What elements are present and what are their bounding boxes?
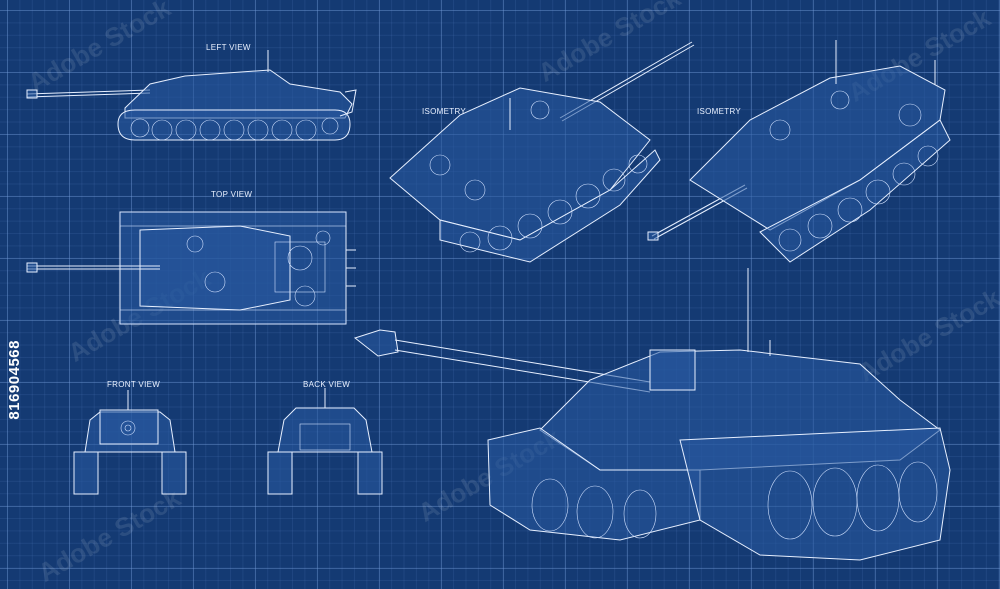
left-view-label: LEFT VIEW <box>206 43 251 52</box>
isometry-label-2: ISOMETRY <box>697 107 742 116</box>
back-view-label: BACK VIEW <box>303 380 351 389</box>
isometry-2-drawing <box>647 40 951 263</box>
front-view-label: FRONT VIEW <box>107 380 161 389</box>
perspective-drawing <box>353 268 951 561</box>
top-view-drawing <box>26 211 356 325</box>
stock-id: 816904568 <box>6 340 23 420</box>
back-view-drawing <box>267 388 383 495</box>
isometry-label-1: ISOMETRY <box>422 107 467 116</box>
left-view-drawing <box>26 50 357 141</box>
front-view-drawing <box>73 390 187 495</box>
isometry-1-drawing <box>389 41 695 263</box>
top-view-label: TOP VIEW <box>211 190 253 199</box>
